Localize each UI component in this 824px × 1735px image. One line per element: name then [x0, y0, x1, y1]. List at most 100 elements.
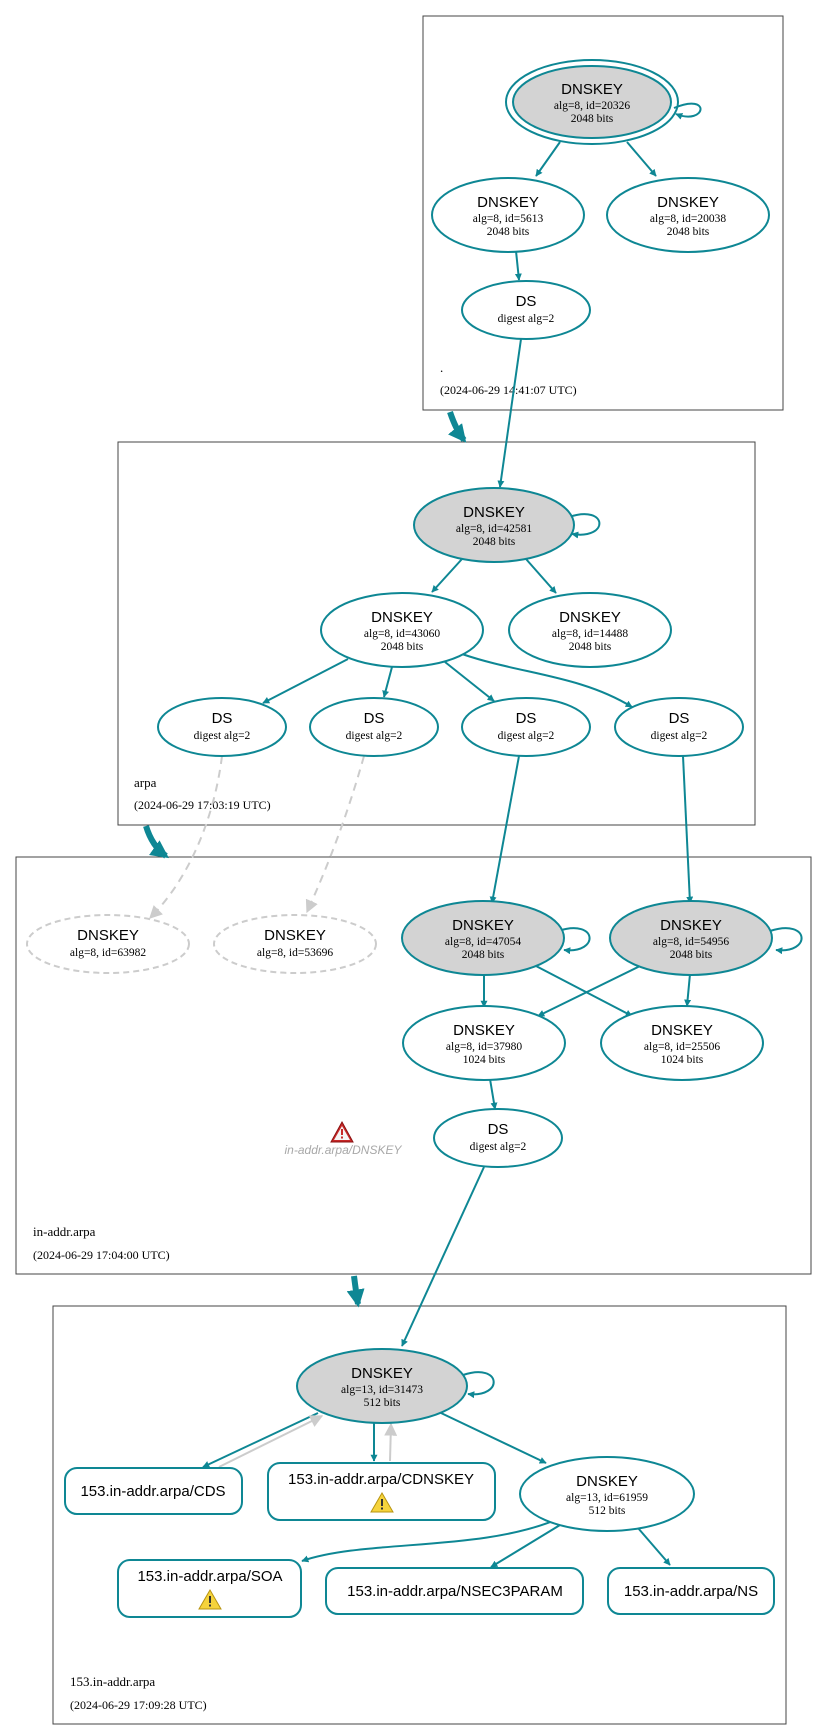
dnskey-node-ia-missing-1[interactable]: DNSKEY alg=8, id=63982	[26, 914, 190, 974]
edge-cds-z-ksk	[218, 1415, 324, 1468]
rrset-node-soa[interactable]: 153.in-addr.arpa/SOA	[117, 1559, 302, 1618]
zone-in-addr-arpa: in-addr.arpa (2024-06-29 17:04:00 UTC)	[15, 856, 812, 1275]
node-detail: alg=8, id=14488	[552, 628, 628, 640]
node-title: DNSKEY	[463, 504, 525, 521]
dnskey-node-ia-zsk2[interactable]: DNSKEY alg=8, id=25506 1024 bits	[600, 1005, 764, 1081]
delegation-arrow-inaddr-153	[346, 1275, 365, 1308]
node-detail: alg=8, id=54956	[653, 936, 729, 948]
node-title: DNSKEY	[264, 927, 326, 944]
edge-z-zsk-soa	[301, 1518, 559, 1563]
error-node-ia-dnskey[interactable]: in-addr.arpa/DNSKEY	[285, 1120, 403, 1157]
node-detail: alg=13, id=61959	[566, 1492, 648, 1504]
edge-ia-ksk2-zsk1	[537, 965, 641, 1017]
ds-node-arpa-2[interactable]: DS digest alg=2	[309, 697, 439, 757]
zone-timestamp: (2024-06-29 17:03:19 UTC)	[134, 798, 271, 812]
warning-icon	[198, 1589, 222, 1610]
rrset-node-nsec3param[interactable]: 153.in-addr.arpa/NSEC3PARAM	[325, 1567, 584, 1615]
dnskey-node-ia-zsk1[interactable]: DNSKEY alg=8, id=37980 1024 bits	[402, 1005, 566, 1081]
rrset-node-cds[interactable]: 153.in-addr.arpa/CDS	[64, 1467, 243, 1515]
node-title: DNSKEY	[371, 609, 433, 626]
node-detail: alg=8, id=20038	[650, 213, 726, 225]
zone-arpa: arpa (2024-06-29 17:03:19 UTC)	[117, 441, 756, 826]
dnskey-node-root-zsk2[interactable]: DNSKEY alg=8, id=20038 2048 bits	[606, 177, 770, 253]
node-detail: alg=8, id=5613	[473, 213, 544, 225]
zone-timestamp: (2024-06-29 17:09:28 UTC)	[70, 1698, 207, 1712]
node-detail: digest alg=2	[346, 730, 403, 742]
dnskey-node-ia-missing-2[interactable]: DNSKEY alg=8, id=53696	[213, 914, 377, 974]
dnskey-node-z-ksk[interactable]: DNSKEY alg=13, id=31473 512 bits	[296, 1348, 468, 1424]
edge-arpa-zsk1-ds2	[382, 666, 393, 698]
dnskey-node-z-zsk[interactable]: DNSKEY alg=13, id=61959 512 bits	[519, 1456, 695, 1532]
node-title: DNSKEY	[561, 81, 623, 98]
rrset-label: 153.in-addr.arpa/NS	[624, 1583, 758, 1600]
rrset-label: 153.in-addr.arpa/SOA	[137, 1568, 282, 1585]
edge-root-ksk-zsk2	[626, 141, 657, 177]
zone-name: in-addr.arpa	[33, 1224, 96, 1239]
node-detail: 2048 bits	[667, 226, 710, 238]
edge-arpa-ds4-ia-ksk2	[682, 755, 694, 904]
node-title: DS	[488, 1121, 509, 1138]
edge-ia-ksk2-zsk2	[684, 973, 692, 1007]
node-detail: digest alg=2	[498, 313, 555, 325]
edges	[149, 102, 803, 1568]
delegation-arrow-root-arpa	[447, 411, 467, 443]
node-detail: 2048 bits	[462, 949, 505, 961]
edge-cdnskey-z-ksk	[384, 1422, 398, 1462]
edge-arpa-ds2-ghost2	[305, 755, 365, 914]
ds-node-root[interactable]: DS digest alg=2	[461, 280, 591, 340]
edge-ia-zsk1-ds	[489, 1078, 498, 1110]
node-title: DNSKEY	[351, 1365, 413, 1382]
edge-z-zsk-ns	[637, 1527, 671, 1566]
dnskey-node-ia-ksk2[interactable]: DNSKEY alg=8, id=54956 2048 bits	[609, 900, 773, 976]
rrset-label: 153.in-addr.arpa/CDNSKEY	[288, 1471, 474, 1488]
node-detail: 2048 bits	[381, 641, 424, 653]
node-title: DNSKEY	[477, 194, 539, 211]
node-title: DS	[516, 710, 537, 727]
node-detail: 1024 bits	[463, 1054, 506, 1066]
node-detail: 1024 bits	[661, 1054, 704, 1066]
dnskey-node-root-zsk1[interactable]: DNSKEY alg=8, id=5613 2048 bits	[431, 177, 585, 253]
dnskey-node-ia-ksk1[interactable]: DNSKEY alg=8, id=47054 2048 bits	[401, 900, 565, 976]
ds-node-arpa-3[interactable]: DS digest alg=2	[461, 697, 591, 757]
zone-root: . (2024-06-29 14:41:07 UTC)	[422, 15, 784, 411]
edge-self-arpa-ksk	[568, 513, 601, 539]
edge-ia-ds-z-ksk	[401, 1166, 485, 1347]
node-detail: alg=8, id=25506	[644, 1041, 720, 1053]
zone-timestamp: (2024-06-29 17:04:00 UTC)	[33, 1248, 170, 1262]
dnskey-node-arpa-zsk1[interactable]: DNSKEY alg=8, id=43060 2048 bits	[320, 592, 484, 668]
node-detail: digest alg=2	[470, 1141, 527, 1153]
ds-node-arpa-1[interactable]: DS digest alg=2	[157, 697, 287, 757]
dnskey-node-arpa-zsk2[interactable]: DNSKEY alg=8, id=14488 2048 bits	[508, 592, 672, 668]
ds-node-ia[interactable]: DS digest alg=2	[433, 1108, 563, 1168]
node-detail: alg=8, id=43060	[364, 628, 440, 640]
node-detail: alg=13, id=31473	[341, 1384, 423, 1396]
rrset-label: 153.in-addr.arpa/CDS	[80, 1483, 225, 1500]
node-title: DS	[212, 710, 233, 727]
node-title: DNSKEY	[559, 609, 621, 626]
dnskey-node-root-ksk[interactable]: DNSKEY alg=8, id=20326 2048 bits	[505, 59, 679, 145]
rrset-node-cdnskey[interactable]: 153.in-addr.arpa/CDNSKEY	[267, 1462, 496, 1521]
edge-z-zsk-nsec3param	[490, 1524, 561, 1568]
node-detail: 2048 bits	[670, 949, 713, 961]
node-detail: alg=8, id=53696	[257, 947, 333, 959]
node-title: DNSKEY	[452, 917, 514, 934]
edge-ia-ksk1-zsk2	[535, 965, 633, 1017]
edge-self-ia-ksk1	[557, 927, 591, 955]
warning-icon	[370, 1492, 394, 1513]
dnskey-node-arpa-ksk[interactable]: DNSKEY alg=8, id=42581 2048 bits	[413, 487, 575, 563]
edge-arpa-ds3-ia-ksk1	[489, 755, 520, 904]
edge-z-ksk-cds	[202, 1412, 319, 1468]
edge-arpa-zsk1-ds1	[262, 658, 349, 704]
node-detail: alg=8, id=63982	[70, 947, 146, 959]
node-title: DS	[364, 710, 385, 727]
ds-node-arpa-4[interactable]: DS digest alg=2	[614, 697, 744, 757]
node-title: DNSKEY	[651, 1022, 713, 1039]
zone-name: 153.in-addr.arpa	[70, 1674, 155, 1689]
rrset-node-ns[interactable]: 153.in-addr.arpa/NS	[607, 1567, 775, 1615]
node-title: DNSKEY	[453, 1022, 515, 1039]
node-detail: 2048 bits	[473, 536, 516, 548]
zone-name: .	[440, 360, 443, 375]
node-title: DNSKEY	[660, 917, 722, 934]
node-detail: digest alg=2	[498, 730, 555, 742]
